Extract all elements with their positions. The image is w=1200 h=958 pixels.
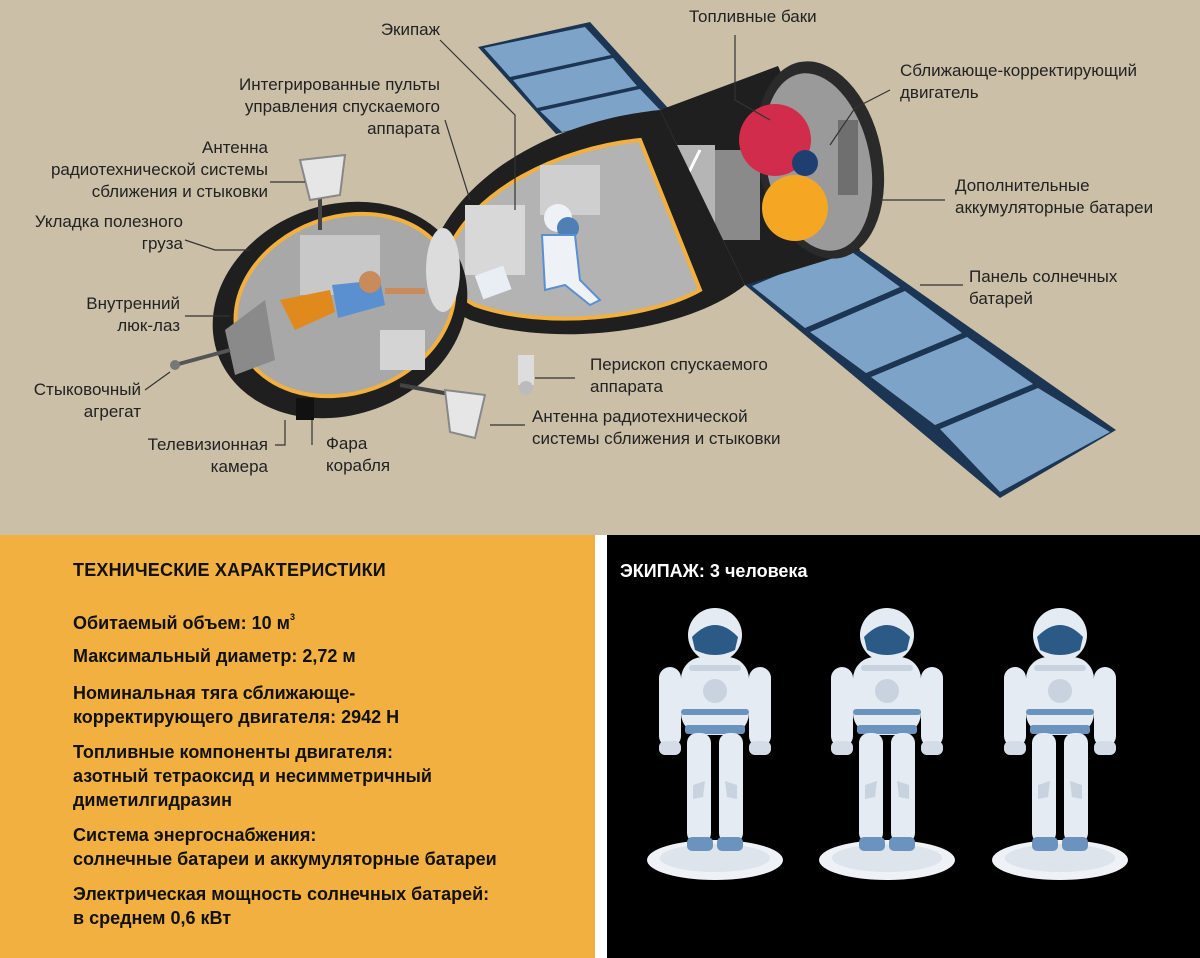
spacecraft-diagram: Экипаж Топливные баки Интегрированные пу… — [0, 0, 1200, 535]
label-fuel-tanks: Топливные баки — [689, 7, 817, 26]
antenna-bottom — [399, 383, 487, 440]
spec-power-system: Система энергоснабжения: солнечные батар… — [73, 825, 497, 869]
engine-ball — [792, 150, 818, 176]
label-crew: Экипаж — [380, 20, 440, 39]
solar-panel-top — [478, 22, 668, 134]
seated-cosmonaut — [540, 204, 602, 307]
specs-panel: ТЕХНИЧЕСКИЕ ХАРАКТЕРИСТИКИ Обитаемый объ… — [0, 535, 595, 958]
periscope — [518, 355, 534, 395]
spec-fuel: Топливные компоненты двигателя: азотный … — [73, 742, 432, 810]
label-engine: Сближающе-корректирующий двигатель — [900, 61, 1138, 102]
crew-title: ЭКИПАЖ: 3 человека — [620, 561, 808, 581]
spacecraft-illustration — [144, 22, 1116, 498]
label-antenna-bottom: Антенна радиотехнической системы сближен… — [532, 407, 781, 448]
descent-module — [429, 110, 745, 335]
antenna-top — [298, 153, 347, 230]
spec-solar-power: Электрическая мощность солнечных батарей… — [73, 884, 490, 928]
battery-sphere — [762, 175, 828, 241]
spec-volume-text: Обитаемый объем: 10 м — [73, 613, 290, 633]
spec-volume: Обитаемый объем: 10 м3 — [73, 605, 295, 635]
label-periscope: Перископ спускаемого аппарата — [590, 355, 768, 396]
astronaut-figure — [992, 608, 1128, 880]
spec-thrust: Номинальная тяга сближающе- корректирующ… — [73, 683, 400, 727]
spec-volume-sup: 3 — [289, 612, 295, 622]
floating-cosmonaut — [280, 271, 425, 330]
solar-panel-bottom — [745, 240, 1116, 498]
label-docking: Стыковочный агрегат — [33, 380, 141, 421]
crew-panel: ЭКИПАЖ: 3 человека — [607, 535, 1200, 958]
label-antenna-top: Антенна радиотехнической системы сближен… — [50, 138, 268, 201]
label-headlight: Фара корабля — [326, 434, 391, 475]
label-extra-batteries: Дополнительные аккумуляторные батареи — [955, 176, 1154, 217]
astronaut-figure — [819, 608, 955, 880]
panel-divider — [595, 535, 607, 958]
leader-lines — [144, 35, 963, 446]
astronaut-figure — [647, 608, 783, 880]
label-hatch: Внутренний люк-лаз — [86, 294, 180, 335]
specs-title: ТЕХНИЧЕСКИЕ ХАРАКТЕРИСТИКИ — [73, 560, 386, 580]
label-tv-camera: Телевизионная камера — [147, 435, 268, 476]
label-solar-panel: Панель солнечных батарей — [969, 267, 1118, 308]
spec-diameter: Максимальный диаметр: 2,72 м — [73, 646, 356, 666]
label-consoles: Интегрированные пульты управления спуска… — [239, 75, 440, 138]
orbital-module — [170, 201, 468, 420]
label-payload: Укладка полезного груза — [34, 212, 183, 253]
